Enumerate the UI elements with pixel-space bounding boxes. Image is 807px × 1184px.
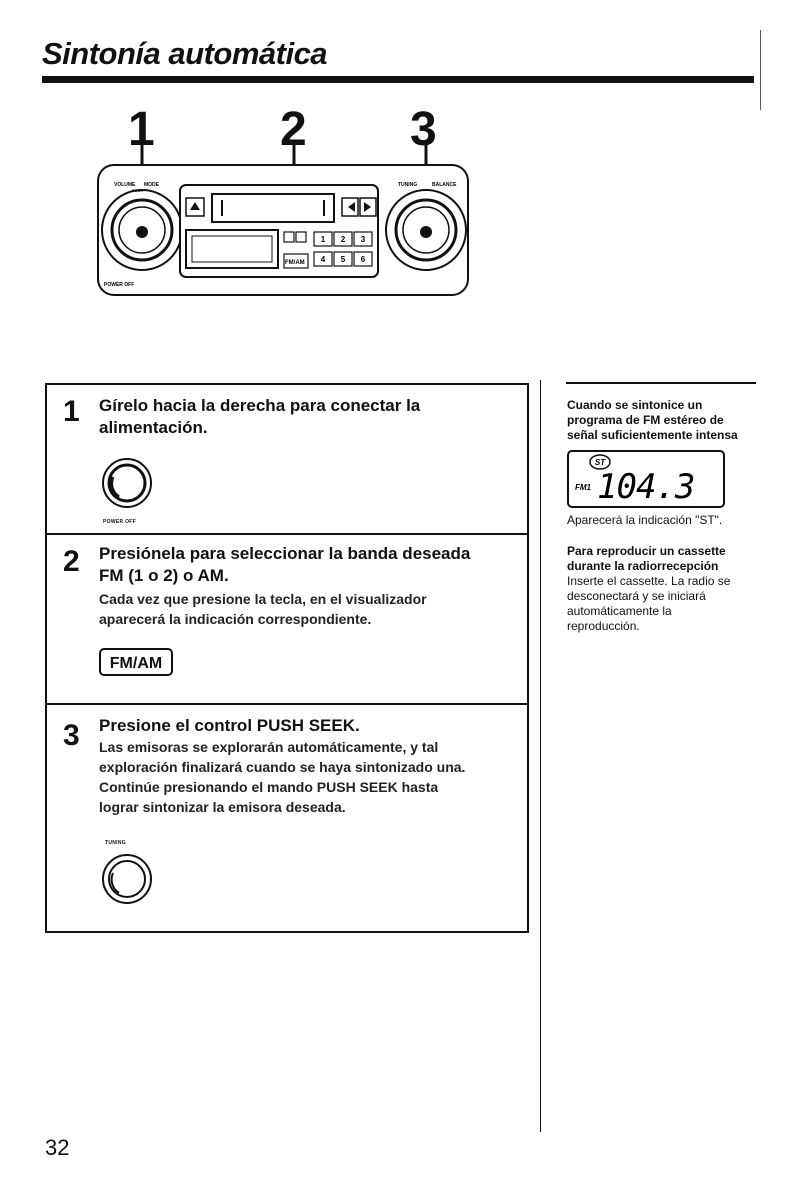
step-2-title-line-1: Presiónela para seleccionar la banda des… <box>99 544 471 563</box>
cassette-line-2: durante la radiorrecepción <box>567 559 719 573</box>
power-off-label: POWER OFF <box>104 282 134 288</box>
mode-label: MODE <box>144 182 160 188</box>
fm-am-button <box>283 253 309 269</box>
car-radio-illustration: VOLUME MODE PUSH POWER OFF TUNING BALANC… <box>97 140 469 296</box>
step-1-title-line-2: alimentación. <box>99 418 208 437</box>
lcd-display-icon: ST FM1 104.3 <box>567 450 725 508</box>
step-3-title: Presione el control PUSH SEEK. <box>99 716 360 735</box>
push-label: PUSH <box>132 188 143 193</box>
step-divider-1 <box>47 533 527 535</box>
column-divider <box>540 380 541 1132</box>
callout-3: 3 <box>410 103 437 156</box>
cassette-slot <box>211 193 335 223</box>
step-2-title-line-2: FM (1 o 2) o AM. <box>99 566 229 585</box>
note-rule <box>566 382 756 384</box>
cassette-line-6: reproducción. <box>567 619 640 633</box>
step-2-number: 2 <box>63 545 80 578</box>
step-2-body-line-1: Cada vez que presione la tecla, en el vi… <box>99 591 427 607</box>
svg-text:6: 6 <box>361 255 366 264</box>
preset-4-button <box>313 251 333 267</box>
svg-text:3: 3 <box>361 235 366 244</box>
st-caption: Aparecerá la indicación "ST". <box>567 513 723 527</box>
band-indicator: FM1 <box>575 483 592 492</box>
step-3-body-line-4: lograr sintonizar la emisora deseada. <box>99 799 346 815</box>
step-2-body-line-2: aparecerá la indicación correspondiente. <box>99 611 372 627</box>
balance-label: BALANCE <box>432 182 457 188</box>
fm-am-button-icon: FM/AM <box>99 648 173 676</box>
svg-text:FM/AM: FM/AM <box>285 260 305 266</box>
tuning-knob-small-icon <box>102 854 152 904</box>
step-1-number: 1 <box>63 395 80 428</box>
title-underline <box>42 76 754 83</box>
volume-label: VOLUME <box>114 182 136 188</box>
cassette-line-1: Para reproducir un cassette <box>567 544 726 558</box>
step-divider-2 <box>47 703 527 705</box>
step-3-body-line-2: exploración finalizará cuando se haya si… <box>99 759 466 775</box>
margin-mark <box>760 30 761 110</box>
note-heading-line-3: señal suficientemente intensa <box>567 428 738 442</box>
note-heading-line-1: Cuando se sintonice un <box>567 398 703 412</box>
volume-knob-icon <box>101 189 183 271</box>
step-3-body-line-3: Continúe presionando el mando PUSH SEEK … <box>99 779 439 795</box>
tuning-knob-icon <box>385 189 467 271</box>
preset-3-button <box>353 231 373 247</box>
page-number: 32 <box>45 1135 70 1160</box>
preset-1-button <box>313 231 333 247</box>
note-heading-line-2: programa de FM estéreo de <box>567 413 724 427</box>
step-1-title-line-1: Gírelo hacia la derecha para conectar la <box>99 396 421 415</box>
cassette-line-3: Inserte el cassette. La radio se <box>567 574 731 588</box>
tuning-caption: TUNING <box>105 840 126 846</box>
preset-5-button <box>333 251 353 267</box>
svg-text:2: 2 <box>341 235 346 244</box>
st-indicator: ST <box>595 458 606 467</box>
power-off-caption: POWER OFF <box>103 519 136 525</box>
steps-box: 1 Gírelo hacia la derecha para conectar … <box>45 383 529 933</box>
step-3-body-line-1: Las emisoras se explorarán automáticamen… <box>99 739 439 755</box>
frequency-readout: 104.3 <box>597 467 694 507</box>
svg-text:1: 1 <box>321 235 326 244</box>
tuning-label: TUNING <box>398 182 417 188</box>
svg-text:5: 5 <box>341 255 346 264</box>
svg-text:4: 4 <box>321 255 326 264</box>
preset-6-button <box>353 251 373 267</box>
step-3-number: 3 <box>63 719 80 752</box>
page-title: Sintonía automática <box>42 36 328 71</box>
power-knob-icon <box>102 458 152 508</box>
cassette-line-5: automáticamente la <box>567 604 672 618</box>
preset-2-button <box>333 231 353 247</box>
cassette-line-4: desconectará y se iniciará <box>567 589 706 603</box>
